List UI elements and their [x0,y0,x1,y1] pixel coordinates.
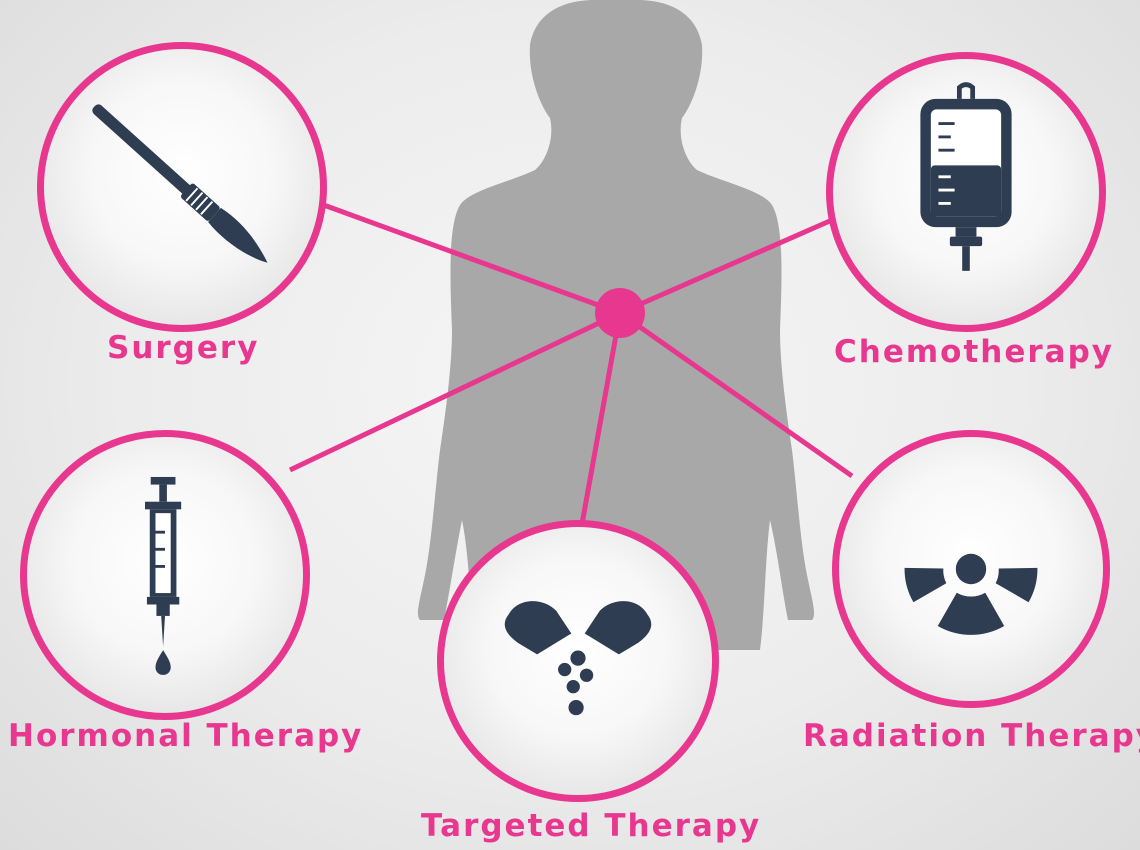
hormonal-circle [20,430,310,720]
radiation-icon [904,553,1038,635]
hormonal-label: Hormonal Therapy [8,718,364,754]
targeted-circle [437,520,719,802]
chemotherapy-circle [826,52,1106,332]
scalpel-icon [92,104,268,263]
chemotherapy-label: Chemotherapy [834,334,1114,370]
syringe-icon [145,476,182,675]
connector-lines [288,197,854,525]
connector-targeted [579,312,623,525]
surgery-circle [37,42,327,332]
connector-hormonal [288,310,622,473]
radiation-circle [832,430,1110,708]
connector-radiation [618,310,854,479]
targeted-label: Targeted Therapy [421,808,762,844]
connector-surgery [309,197,621,316]
radiation-label: Radiation Therapy [803,718,1140,754]
connector-chemotherapy [618,217,834,316]
surgery-label: Surgery [107,330,260,366]
center-node [595,288,645,338]
iv-bag-icon [920,82,1012,271]
capsule-icon [504,601,652,716]
